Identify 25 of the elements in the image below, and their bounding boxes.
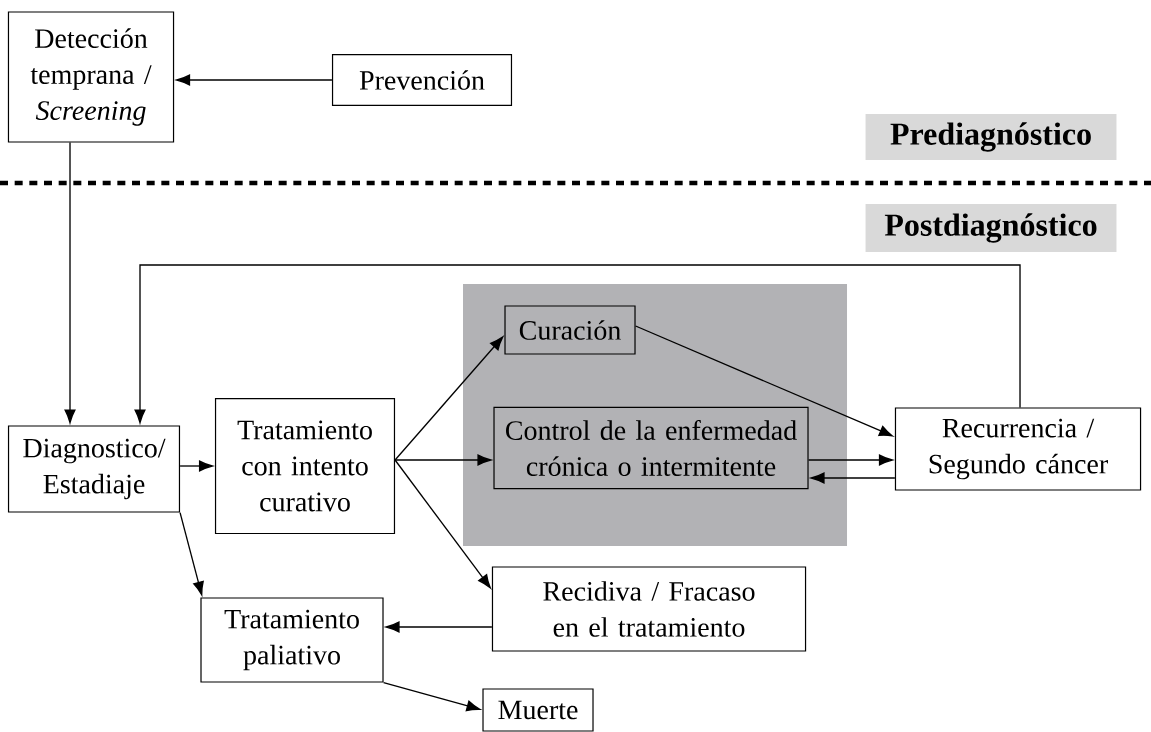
arrow	[179, 460, 213, 472]
process-box: Muerte	[482, 688, 594, 732]
arrow	[134, 264, 1021, 424]
process-box: Recurrencia / Segundo cáncer	[894, 407, 1142, 491]
process-box: Prevención	[331, 53, 513, 107]
process-box: Tratamiento con intento curativo	[214, 397, 396, 535]
arrow	[634, 325, 893, 437]
process-box: Detección temprana / Screening	[7, 11, 175, 143]
process-box: Diagnostico/ Estadiaje	[7, 425, 181, 513]
arrow	[64, 141, 76, 424]
section-label: Prediagnóstico	[865, 114, 1117, 160]
process-box: Recidiva / Fracaso en el tratamiento	[491, 566, 807, 652]
arrow	[807, 454, 893, 466]
arrow	[394, 336, 504, 461]
arrow	[394, 459, 491, 589]
arrow	[385, 621, 493, 633]
arrow	[179, 511, 204, 596]
arrow	[176, 74, 333, 86]
process-box: Curación	[504, 305, 636, 355]
section-label: Postdiagnóstico	[865, 204, 1117, 252]
process-box: Control de la enfermedad crónica o intermitente	[493, 406, 809, 490]
arrow	[394, 454, 492, 466]
arrow	[810, 472, 896, 484]
process-box: Tratamiento paliativo	[200, 597, 384, 683]
arrow	[382, 681, 481, 712]
